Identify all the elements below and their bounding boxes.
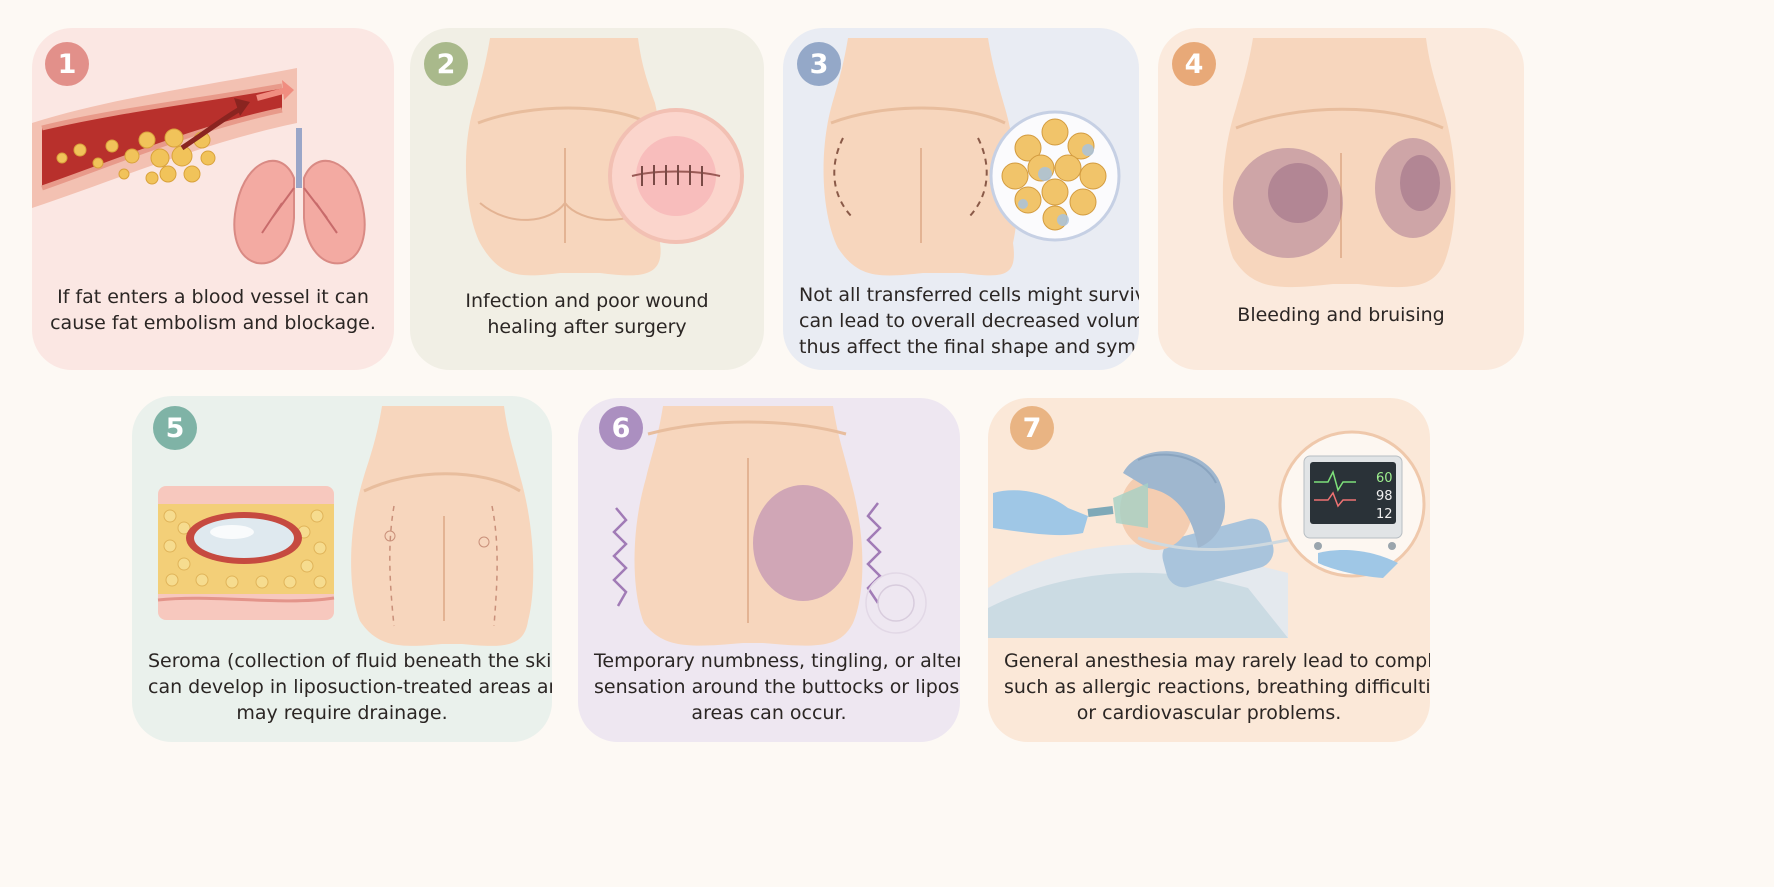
- monitor-spo2: 98: [1376, 489, 1393, 504]
- risk-card-7: 60 98 12 7 General anesthesia may rarely…: [988, 398, 1430, 742]
- caption-3: Not all transferred cells might survive …: [799, 282, 1139, 360]
- risk-card-2: 2 Infection and poor wound healing after…: [410, 28, 764, 370]
- caption-3-line-2: can lead to overall decreased volume and: [799, 310, 1139, 332]
- step-badge-7: 7: [1010, 406, 1054, 450]
- caption-7-line-1: General anesthesia may rarely lead to co…: [1004, 650, 1430, 672]
- caption-3-line-3: thus affect the final shape and symmetry…: [799, 336, 1139, 358]
- risk-card-3: 3 Not all transferred cells might surviv…: [783, 28, 1139, 370]
- caption-6-line-3: areas can occur.: [691, 702, 847, 724]
- buttocks-icon: [634, 406, 863, 646]
- fat-survival-illustration: [823, 38, 1121, 276]
- step-badge-3: 3: [797, 42, 841, 86]
- step-badge-6: 6: [599, 406, 643, 450]
- wound-healing-illustration: [465, 38, 744, 276]
- fat-cells-icon: [56, 128, 216, 185]
- caption-7-line-2: such as allergic reactions, breathing di…: [1004, 676, 1430, 698]
- caption-1-line-1: If fat enters a blood vessel it can: [57, 286, 369, 308]
- arrow-icon: [180, 80, 294, 151]
- caption-5-line-2: can develop in liposuction-treated areas…: [148, 676, 552, 698]
- risk-card-1: 1 If fat enters a blood vessel it can ca…: [32, 28, 394, 370]
- caption-5: Seroma (collection of fluid beneath the …: [148, 648, 552, 726]
- monitor-respiratory-rate: 12: [1376, 507, 1393, 522]
- caption-5-line-1: Seroma (collection of fluid beneath the …: [148, 650, 552, 672]
- caption-2-line-1: Infection and poor wound: [465, 290, 709, 312]
- step-badge-1: 1: [45, 42, 89, 86]
- step-badge-2: 2: [424, 42, 468, 86]
- bruising-illustration: [1222, 38, 1456, 288]
- patient-anesthesia-icon: [988, 451, 1299, 638]
- caption-7: General anesthesia may rarely lead to co…: [1004, 648, 1430, 726]
- caption-2: Infection and poor wound healing after s…: [426, 288, 748, 340]
- wound-closeup-icon: [608, 108, 744, 244]
- buttocks-incision-icon: [351, 406, 534, 646]
- fat-cells-closeup-icon: [989, 110, 1121, 242]
- numbness-illustration: [612, 406, 927, 646]
- buttocks-icon: [823, 38, 1018, 276]
- anesthesia-illustration: 60 98 12: [988, 430, 1426, 638]
- caption-4-line-1: Bleeding and bruising: [1237, 304, 1445, 326]
- risk-card-5: 5 Seroma (collection of fluid beneath th…: [132, 396, 552, 742]
- caption-1-line-2: cause fat embolism and blockage.: [50, 312, 376, 334]
- fat-embolism-illustration: [32, 68, 366, 265]
- tingling-wave-icon: [612, 502, 927, 634]
- bruised-buttocks-icon: [1222, 38, 1456, 288]
- caption-2-line-2: healing after surgery: [487, 316, 687, 338]
- caption-6: Temporary numbness, tingling, or altered…: [594, 648, 960, 726]
- step-badge-5: 5: [153, 406, 197, 450]
- caption-5-line-3: may require drainage.: [236, 702, 448, 724]
- caption-6-line-1: Temporary numbness, tingling, or altered: [594, 650, 960, 672]
- monitor-heart-rate: 60: [1376, 471, 1393, 486]
- lungs-icon: [233, 128, 366, 265]
- risk-card-6: 6 Temporary numbness, tingling, or alter…: [578, 398, 960, 742]
- seroma-illustration: [157, 406, 534, 646]
- vital-monitor-icon: [1278, 430, 1426, 578]
- caption-7-line-3: or cardiovascular problems.: [1076, 702, 1342, 724]
- step-badge-4: 4: [1172, 42, 1216, 86]
- risk-card-4: 4 Bleeding and bruising: [1158, 28, 1524, 370]
- caption-6-line-2: sensation around the buttocks or liposuc…: [594, 676, 960, 698]
- caption-3-line-1: Not all transferred cells might survive …: [799, 284, 1139, 306]
- caption-4: Bleeding and bruising: [1174, 302, 1508, 328]
- buttocks-icon: [465, 38, 665, 276]
- caption-1: If fat enters a blood vessel it can caus…: [48, 284, 378, 336]
- seroma-tissue-icon: [157, 486, 335, 620]
